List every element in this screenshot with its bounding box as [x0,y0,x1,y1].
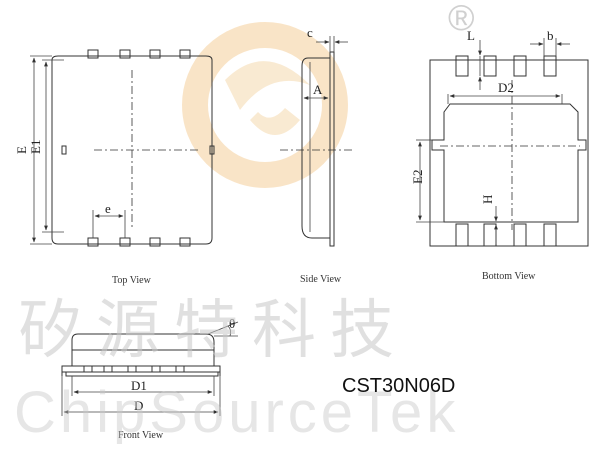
bottom-view-label: Bottom View [482,271,536,282]
watermark-logo [182,22,348,188]
dim-L-label: L [467,28,475,43]
dim-b-label: b [547,28,554,43]
registered-mark: ® [448,0,475,38]
dim-D2-label: D2 [498,80,514,95]
side-view [280,36,352,247]
front-view [61,321,239,416]
dim-D1-label: D1 [131,378,147,393]
dim-c-label: c [307,25,313,40]
top-view [30,49,215,247]
bottom-view [416,38,589,247]
dim-E1-label: E1 [28,140,43,154]
dim-E-label: E [14,146,29,154]
dim-E2-label: E2 [410,170,425,184]
dim-e-label: e [105,201,111,216]
top-view-label: Top View [112,275,152,286]
dim-H-label: H [480,195,495,204]
watermark-english-text: ChipSourceTek [14,380,459,445]
side-view-label: Side View [300,274,342,285]
dim-A-label: A [313,82,323,97]
part-number: CST30N06D [342,375,455,397]
dim-D-label: D [134,398,143,413]
watermark-chinese-text: 矽源特科技 [18,294,408,368]
front-view-label: Front View [118,430,164,441]
dim-theta-label: θ [229,316,235,331]
